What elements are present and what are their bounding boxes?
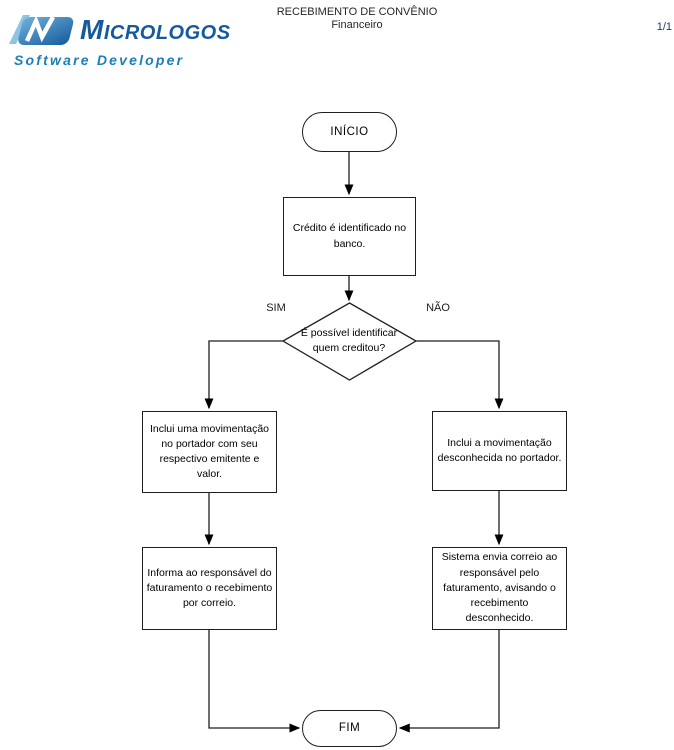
logo-tagline: Software Developer [14,52,185,68]
node-include-movement-known-label: Inclui uma movimentação no portador com … [149,422,270,481]
node-identify-decision-label: É possível identificar quem creditou? [300,327,398,355]
branch-label-nao: NÃO [426,302,450,314]
node-credit-identified-label: Crédito é identificado no banco. [292,222,407,250]
node-include-movement-unknown-label: Inclui a movimentação desconhecida no po… [437,436,562,464]
node-start: INÍCIO [302,112,397,152]
node-system-sends-email-label: Sistema envia correio ao responsável pel… [441,551,558,625]
branch-label-sim: SIM [266,302,286,314]
document-title: RECEBIMENTO DE CONVÊNIO [276,6,438,18]
page-number: 1/1 [656,21,672,33]
node-inform-billing-responsible: Informa ao responsável do faturamento o … [142,547,277,630]
node-inform-billing-responsible-label: Informa ao responsável do faturamento o … [146,566,273,610]
node-credit-identified: Crédito é identificado no banco. [283,197,416,276]
connector-decision-no [416,340,504,410]
node-include-movement-unknown: Inclui a movimentação desconhecida no po… [432,411,567,491]
node-end-label: FIM [338,722,361,735]
connector-right2-to-end [398,630,500,733]
node-include-movement-known: Inclui uma movimentação no portador com … [142,411,277,493]
connector-decision-yes [204,340,283,410]
decision-diamond [281,302,418,381]
node-system-sends-email: Sistema envia correio ao responsável pel… [432,547,567,630]
logo-wordmark: MICROLOGOS [80,14,231,45]
connector-left2-to-end [208,630,301,733]
document-title-block: RECEBIMENTO DE CONVÊNIO Financeiro [237,6,477,32]
document-subtitle: Financeiro [331,19,383,31]
micrologos-logo: MICROLOGOS Software Developer [8,6,238,78]
micrologos-m-icon [9,15,74,45]
node-end: FIM [302,710,397,747]
node-start-label: INÍCIO [330,125,369,138]
